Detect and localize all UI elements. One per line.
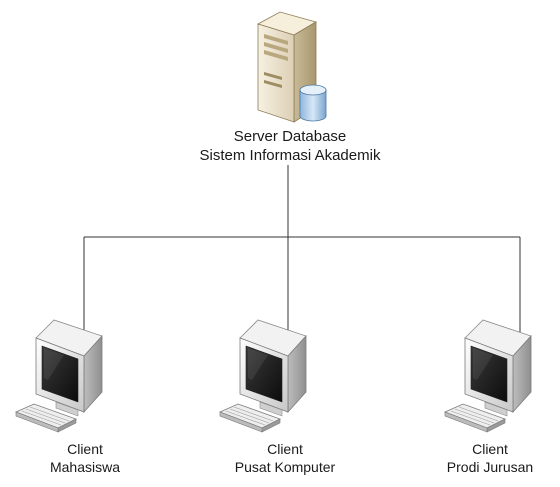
desktop-computer-icon <box>219 319 307 433</box>
client-label-mahasiswa: Client Mahasiswa <box>15 440 155 476</box>
client-label-line2: Pusat Komputer <box>234 459 336 475</box>
client-label-line1: Client <box>267 441 303 457</box>
client-label-pusat-komputer: Client Pusat Komputer <box>215 440 355 476</box>
server-label-line2: Sistem Informasi Akademik <box>199 147 381 164</box>
desktop-computer-icon <box>15 319 103 433</box>
client-label-line2: Prodi Jurusan <box>446 459 534 475</box>
database-server-icon <box>256 11 327 123</box>
network-lines <box>83 165 521 335</box>
client-label-line1: Client <box>67 441 103 457</box>
server-label-line1: Server Database <box>233 128 347 145</box>
client-label-line1: Client <box>472 441 508 457</box>
server-label: Server Database Sistem Informasi Akademi… <box>140 127 440 165</box>
desktop-computer-icon <box>444 319 532 433</box>
client-label-prodi-jurusan: Client Prodi Jurusan <box>420 440 560 476</box>
client-label-line2: Mahasiswa <box>49 459 121 475</box>
database-cylinder-icon <box>299 84 327 122</box>
